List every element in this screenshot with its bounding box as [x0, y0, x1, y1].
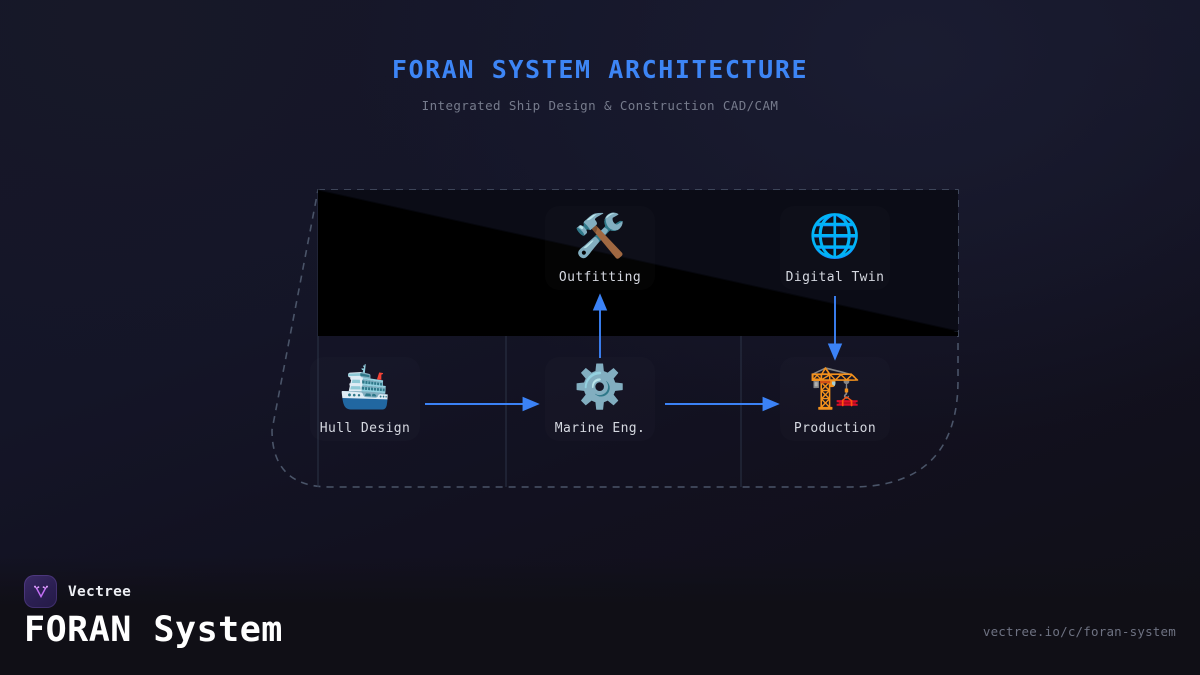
footer-headline: FORAN System: [24, 610, 283, 650]
header: FORAN SYSTEM ARCHITECTURE Integrated Shi…: [0, 0, 1200, 113]
hammer-and-wrench-icon: 🛠️: [573, 211, 627, 260]
node-hull-design[interactable]: 🛳️ Hull Design: [289, 359, 441, 436]
node-marine-eng[interactable]: ⚙️ Marine Eng.: [524, 359, 676, 436]
brand-name: Vectree: [68, 583, 132, 600]
gear-icon: ⚙️: [573, 362, 627, 411]
vectree-logo-icon: [24, 575, 57, 608]
page-title: FORAN SYSTEM ARCHITECTURE: [391, 55, 809, 84]
node-label-digital-twin: Digital Twin: [785, 270, 885, 285]
node-label-production: Production: [793, 421, 877, 436]
globe-icon: 🌐: [808, 211, 862, 260]
node-label-hull-design: Hull Design: [319, 421, 411, 436]
footer: Vectree FORAN System vectree.io/c/foran-…: [0, 557, 1200, 675]
node-label-marine-eng: Marine Eng.: [554, 421, 646, 436]
passenger-ship-icon: 🛳️: [338, 362, 392, 411]
node-digital-twin[interactable]: 🌐 Digital Twin: [759, 208, 911, 285]
footer-url: vectree.io/c/foran-system: [982, 624, 1176, 639]
node-label-outfitting: Outfitting: [558, 270, 642, 285]
construction-crane-icon: 🏗️: [808, 362, 862, 411]
page-subtitle: Integrated Ship Design & Construction CA…: [421, 98, 779, 113]
node-outfitting[interactable]: 🛠️ Outfitting: [524, 208, 676, 285]
hull-dashed-border: [271, 189, 959, 488]
node-production[interactable]: 🏗️ Production: [759, 359, 911, 436]
brand-row: Vectree: [24, 575, 131, 608]
